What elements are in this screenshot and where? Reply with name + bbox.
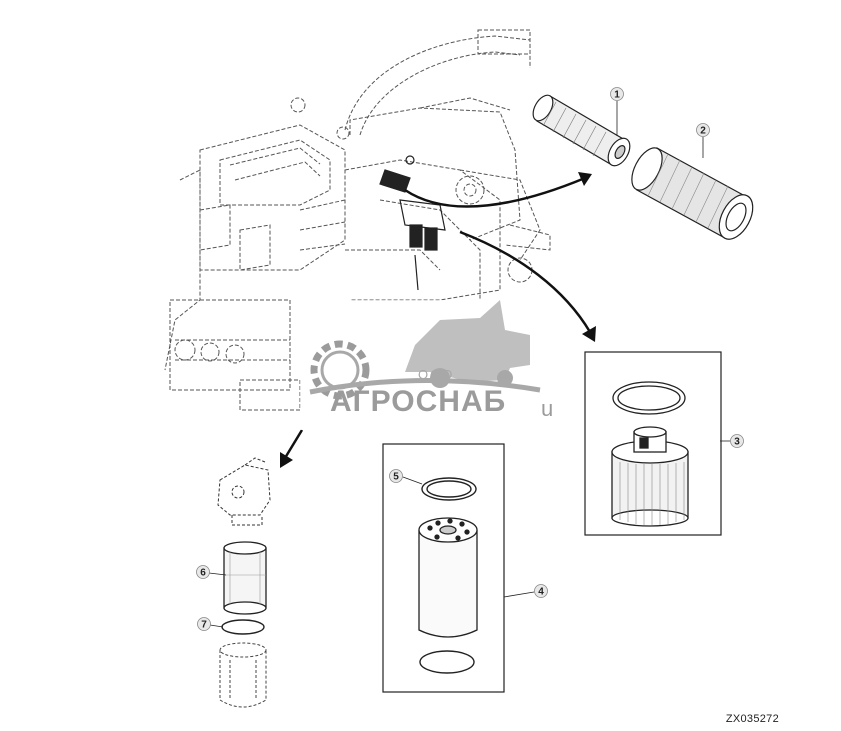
filter-head: [217, 457, 271, 526]
svg-text:6: 6: [200, 568, 206, 579]
callout-5: 5: [389, 469, 403, 483]
arrow-to-filter-3: [459, 230, 592, 333]
callout-4: 4: [534, 584, 548, 598]
filter-1-mesh: [542, 101, 607, 157]
filter-bowl: [219, 642, 267, 708]
seal-ring-7: [221, 619, 265, 635]
svg-text:3: 3: [734, 437, 740, 448]
filter-element-4: [418, 517, 478, 638]
filter-element-6: [223, 541, 267, 615]
svg-text:u: u: [541, 396, 553, 421]
leader-lines: [208, 101, 730, 628]
svg-text:7: 7: [201, 620, 207, 631]
gear-icon: [310, 340, 370, 400]
callout-6: 6: [196, 565, 210, 579]
filter-2-mesh: [647, 153, 729, 229]
svg-text:1: 1: [614, 90, 620, 101]
svg-text:ООО: ООО: [418, 367, 454, 382]
filter-3-pleats: [619, 462, 685, 525]
svg-text:АГРОСНАБ: АГРОСНАБ: [330, 385, 506, 418]
filter-element-1: [532, 94, 631, 167]
arrowheads: [280, 172, 596, 468]
callout-3: 3: [730, 434, 744, 448]
svg-text:2: 2: [700, 126, 706, 137]
filter-element-2: [631, 147, 754, 240]
machine-components: [379, 155, 446, 291]
callout-2: 2: [696, 123, 710, 137]
figure-code: ZX035272: [725, 713, 779, 725]
watermark-logo: ООО АГРОСНАБ u: [300, 300, 553, 430]
seal-ring-4-bottom: [419, 650, 475, 674]
pointer-arrows: [283, 176, 592, 459]
machine-outline: [164, 29, 551, 411]
svg-text:5: 5: [393, 472, 399, 483]
filter-element-3: [611, 381, 689, 527]
callout-1: 1: [610, 87, 624, 101]
callout-7: 7: [197, 617, 211, 631]
arrow-to-filter-6: [283, 429, 304, 459]
seal-ring-5: [421, 477, 477, 501]
arrow-to-filter-2: [404, 176, 586, 208]
svg-text:4: 4: [538, 587, 544, 598]
